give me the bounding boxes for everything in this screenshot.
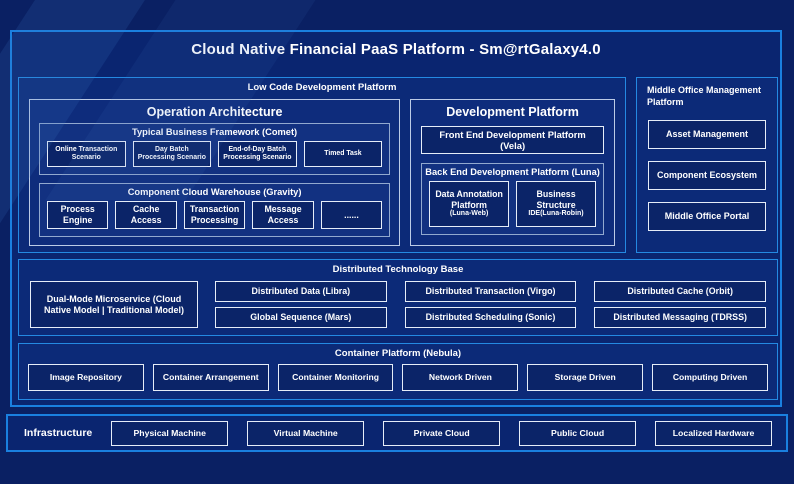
back-end-item-name: Data Annotation Platform bbox=[435, 189, 503, 210]
dual-mode-microservice-box: Dual-Mode Microservice (Cloud Native Mod… bbox=[30, 281, 198, 328]
front-end-platform-box: Front End Development Platform (Vela) bbox=[421, 126, 604, 154]
container-item: Container Monitoring bbox=[277, 364, 394, 391]
comet-item: Online Transaction Scenario bbox=[47, 141, 126, 167]
middle-office-item: Middle Office Portal bbox=[648, 202, 766, 232]
page-title: Cloud Native Financial PaaS Platform - S… bbox=[191, 41, 601, 58]
gravity-item: Transaction Processing bbox=[183, 201, 246, 229]
container-item: Computing Driven bbox=[652, 364, 768, 391]
container-item: Storage Driven bbox=[527, 364, 644, 391]
middle-office-label: Middle Office Management Platform bbox=[647, 85, 762, 107]
development-platform-title: Development Platform bbox=[446, 105, 579, 119]
low-code-platform-panel: Low Code Development Platform Operation … bbox=[18, 77, 626, 253]
gravity-items-row: Process Engine Cache Access Transaction … bbox=[47, 201, 383, 229]
infrastructure-item: Virtual Machine bbox=[247, 420, 365, 446]
infrastructure-item: Physical Machine bbox=[111, 420, 229, 446]
low-code-platform-body: Operation Architecture Typical Business … bbox=[19, 93, 625, 256]
container-items-row: Image Repository Container Arrangement C… bbox=[28, 364, 768, 391]
back-end-item-sub: IDE(Luna-Robin) bbox=[528, 210, 584, 218]
back-end-item-sub: (Luna-Web) bbox=[449, 210, 489, 218]
operation-architecture-title: Operation Architecture bbox=[146, 105, 283, 119]
distributed-items-grid: Distributed Data (Libra) Distributed Tra… bbox=[215, 281, 766, 328]
distributed-base-body: Dual-Mode Microservice (Cloud Native Mod… bbox=[30, 281, 766, 328]
infrastructure-item: Private Cloud bbox=[383, 420, 501, 446]
container-item: Container Arrangement bbox=[152, 364, 269, 391]
infrastructure-bar: Infrastructure Physical Machine Virtual … bbox=[6, 414, 788, 452]
gravity-warehouse-title: Component Cloud Warehouse (Gravity) bbox=[127, 187, 302, 197]
distributed-item: Distributed Transaction (Virgo) bbox=[404, 281, 577, 302]
gravity-warehouse-group: Component Cloud Warehouse (Gravity) Proc… bbox=[39, 183, 391, 237]
infrastructure-item: Localized Hardware bbox=[655, 420, 773, 446]
middle-office-item: Component Ecosystem bbox=[648, 161, 766, 191]
distributed-item: Distributed Messaging (TDRSS) bbox=[594, 307, 766, 328]
back-end-item-name: Business Structure bbox=[536, 189, 576, 210]
back-end-items-row: Data Annotation Platform (Luna-Web) Busi… bbox=[429, 181, 596, 227]
distributed-item: Distributed Data (Libra) bbox=[215, 281, 387, 302]
gravity-item: Process Engine bbox=[47, 201, 109, 229]
container-platform-label: Container Platform (Nebula) bbox=[334, 348, 462, 359]
comet-framework-group: Typical Business Framework (Comet) Onlin… bbox=[39, 123, 391, 175]
distributed-base-panel: Distributed Technology Base Dual-Mode Mi… bbox=[18, 259, 778, 336]
middle-office-item: Asset Management bbox=[648, 120, 766, 150]
middle-office-panel: Middle Office Management Platform Asset … bbox=[636, 77, 778, 253]
development-platform-section: Development Platform Front End Developme… bbox=[410, 99, 615, 246]
back-end-platform-title: Back End Development Platform (Luna) bbox=[425, 167, 600, 177]
platform-frame: Cloud Native Financial PaaS Platform - S… bbox=[10, 30, 782, 407]
back-end-item: Business Structure IDE(Luna-Robin) bbox=[516, 181, 596, 227]
distributed-base-label: Distributed Technology Base bbox=[332, 264, 464, 275]
infrastructure-item: Public Cloud bbox=[519, 420, 637, 446]
back-end-platform-group: Back End Development Platform (Luna) Dat… bbox=[421, 163, 604, 235]
distributed-item: Global Sequence (Mars) bbox=[215, 307, 387, 328]
infrastructure-label: Infrastructure bbox=[24, 427, 93, 439]
comet-items-row: Online Transaction Scenario Day Batch Pr… bbox=[47, 141, 383, 167]
container-item: Network Driven bbox=[402, 364, 519, 391]
distributed-item: Distributed Scheduling (Sonic) bbox=[404, 307, 577, 328]
distributed-item: Distributed Cache (Orbit) bbox=[594, 281, 766, 302]
comet-framework-title: Typical Business Framework (Comet) bbox=[132, 127, 298, 137]
gravity-item: ...... bbox=[320, 201, 383, 229]
operation-architecture-section: Operation Architecture Typical Business … bbox=[29, 99, 401, 246]
container-item: Image Repository bbox=[28, 364, 144, 391]
comet-item: End-of-Day Batch Processing Scenario bbox=[218, 141, 297, 167]
container-platform-panel: Container Platform (Nebula) Image Reposi… bbox=[18, 343, 778, 400]
gravity-item: Message Access bbox=[252, 201, 314, 229]
back-end-item: Data Annotation Platform (Luna-Web) bbox=[429, 181, 510, 227]
low-code-platform-label: Low Code Development Platform bbox=[247, 82, 397, 93]
comet-item: Timed Task bbox=[303, 141, 383, 167]
comet-item: Day Batch Processing Scenario bbox=[132, 141, 212, 167]
gravity-item: Cache Access bbox=[115, 201, 177, 229]
